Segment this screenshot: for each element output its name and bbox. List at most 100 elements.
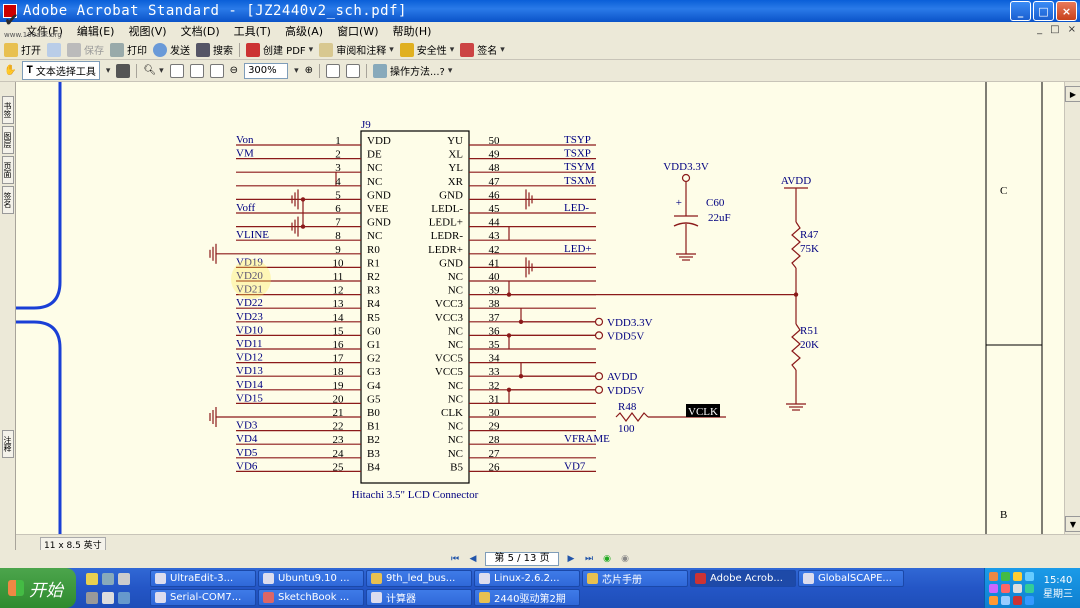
tab-signatures[interactable]: 签名 bbox=[2, 186, 14, 214]
previous-page-icon[interactable]: ◀ bbox=[469, 554, 477, 564]
chevron-down-icon[interactable]: ▾ bbox=[447, 65, 453, 76]
vertical-scrollbar[interactable]: ▶ ▼ bbox=[1064, 82, 1080, 534]
menu-tools[interactable]: 工具(T) bbox=[233, 25, 271, 38]
page-number-input[interactable]: 第 5 / 13 页 bbox=[485, 552, 559, 566]
minimize-button[interactable]: _ bbox=[1010, 1, 1031, 21]
fit-page-button[interactable] bbox=[189, 63, 204, 78]
start-button[interactable]: 开始 bbox=[0, 568, 76, 608]
menu-document[interactable]: 文档(D) bbox=[180, 25, 220, 38]
task-led-bus[interactable]: 9th_led_bus... bbox=[366, 570, 472, 587]
first-page-icon[interactable]: ⏮ bbox=[450, 554, 460, 564]
tray-icon[interactable] bbox=[989, 572, 998, 581]
rotate-ccw-button[interactable] bbox=[345, 63, 360, 78]
maximize-button[interactable]: □ bbox=[1033, 1, 1054, 21]
quick-launch-app-icon[interactable] bbox=[102, 573, 114, 585]
send-button[interactable]: 发送 bbox=[153, 42, 190, 57]
scroll-up-arrow-icon[interactable]: ▶ bbox=[1065, 86, 1080, 102]
tray-icon[interactable] bbox=[1025, 572, 1034, 581]
task-ubuntu[interactable]: Ubuntu9.10 ... bbox=[258, 570, 364, 587]
chevron-down-icon[interactable]: ▾ bbox=[159, 65, 164, 76]
close-button[interactable]: × bbox=[1056, 1, 1077, 21]
create-pdf-button[interactable]: 创建 PDF▾ bbox=[246, 42, 313, 57]
zoom-tool-button[interactable]: 🔍︎▾ bbox=[143, 65, 163, 76]
quick-launch-folder-icon[interactable] bbox=[86, 573, 98, 585]
quick-launch-notepad-icon[interactable] bbox=[102, 592, 114, 604]
secure-button[interactable]: 安全性▾ bbox=[399, 42, 455, 57]
review-label: 审阅和注释 bbox=[336, 46, 387, 57]
clock[interactable]: 15:40 星期三 bbox=[1043, 574, 1073, 602]
go-forward-icon[interactable]: ◉ bbox=[621, 554, 629, 564]
task-calculator[interactable]: 计算器 bbox=[366, 589, 472, 606]
menu-advanced[interactable]: 高级(A) bbox=[284, 25, 324, 38]
search-button[interactable]: 搜索 bbox=[196, 42, 233, 57]
snapshot-tool-button[interactable] bbox=[116, 63, 131, 78]
task-adobe-acrobat[interactable]: Adobe Acrob... bbox=[690, 570, 796, 587]
chevron-down-icon[interactable]: ▾ bbox=[105, 65, 111, 76]
rotate-button[interactable] bbox=[325, 63, 340, 78]
menu-help[interactable]: 帮助(H) bbox=[392, 25, 432, 38]
menu-view[interactable]: 视图(V) bbox=[128, 25, 167, 38]
right-pin-number: 28 bbox=[489, 434, 501, 446]
tray-icon[interactable] bbox=[1013, 596, 1022, 605]
quick-launch-terminal-icon[interactable] bbox=[86, 592, 98, 604]
actual-size-button[interactable] bbox=[169, 63, 184, 78]
quick-launch-desktop-icon[interactable] bbox=[118, 592, 130, 604]
network-icon[interactable] bbox=[1025, 596, 1034, 605]
task-2440-driver[interactable]: 2440驱动第2期 bbox=[474, 589, 580, 606]
review-comment-button[interactable]: 审阅和注释▾ bbox=[319, 42, 394, 57]
windows-taskbar: 开始 UltraEdit-3... Ubuntu9.10 ... 9th_led… bbox=[0, 568, 1080, 608]
chevron-down-icon[interactable]: ▾ bbox=[389, 44, 394, 55]
tray-icon[interactable] bbox=[989, 596, 998, 605]
zoom-input[interactable]: 300% bbox=[244, 62, 289, 79]
left-pin-name: G3 bbox=[367, 366, 381, 378]
hand-tool-button[interactable]: ✋ bbox=[4, 65, 16, 76]
right-pin-number: 48 bbox=[489, 162, 501, 174]
menu-window[interactable]: 窗口(W) bbox=[337, 25, 379, 38]
horizontal-scrollbar[interactable]: 11 x 8.5 英寸 bbox=[16, 534, 1080, 552]
tab-pages[interactable]: 页面 bbox=[2, 156, 14, 184]
tray-icon[interactable] bbox=[1001, 584, 1010, 593]
task-linux[interactable]: Linux-2.6.2... bbox=[474, 570, 580, 587]
tray-icon[interactable] bbox=[1013, 572, 1022, 581]
acrobat-app-icon[interactable] bbox=[3, 4, 17, 18]
tray-icon[interactable] bbox=[1001, 572, 1010, 581]
open-button[interactable]: 打开 bbox=[4, 42, 41, 57]
zoom-out-button[interactable]: ⊖ bbox=[230, 65, 238, 76]
tray-icon[interactable] bbox=[989, 584, 998, 593]
tray-icon[interactable] bbox=[1025, 584, 1034, 593]
task-chip-manual[interactable]: 芯片手册 bbox=[582, 570, 688, 587]
task-serial-com[interactable]: Serial-COM7... bbox=[150, 589, 256, 606]
doc-minimize-button[interactable]: _ bbox=[1037, 24, 1043, 35]
sign-button[interactable]: 签名▾ bbox=[460, 42, 505, 57]
menu-file[interactable]: 文件(F) bbox=[26, 25, 63, 38]
tab-layers[interactable]: 图层 bbox=[2, 126, 14, 154]
save-button[interactable]: 保存 bbox=[67, 42, 104, 57]
doc-close-button[interactable]: × bbox=[1067, 24, 1076, 35]
task-globalscape[interactable]: GlobalSCAPE... bbox=[798, 570, 904, 587]
email-button[interactable] bbox=[47, 42, 61, 57]
how-to-button[interactable]: 操作方法...?▾ bbox=[372, 63, 453, 78]
next-page-icon[interactable]: ▶ bbox=[567, 554, 575, 564]
zoom-in-button[interactable]: ⊕ bbox=[305, 65, 313, 76]
tray-icon[interactable] bbox=[1013, 584, 1022, 593]
print-button[interactable]: 打印 bbox=[110, 42, 147, 57]
menu-edit[interactable]: 编辑(E) bbox=[76, 25, 115, 38]
task-sketchbook[interactable]: SketchBook ... bbox=[258, 589, 364, 606]
chevron-down-icon[interactable]: ▾ bbox=[308, 44, 314, 55]
task-ultraedit[interactable]: UltraEdit-3... bbox=[150, 570, 256, 587]
go-back-icon[interactable]: ◉ bbox=[603, 554, 611, 564]
fit-width-button[interactable] bbox=[209, 63, 224, 78]
last-page-icon[interactable]: ⏭ bbox=[584, 554, 594, 564]
quick-launch-tool-icon[interactable] bbox=[118, 573, 130, 585]
tab-bookmarks[interactable]: 书签 bbox=[2, 96, 14, 124]
chevron-down-icon[interactable]: ▾ bbox=[449, 44, 455, 55]
doc-restore-button[interactable]: □ bbox=[1050, 24, 1060, 35]
chevron-down-icon[interactable]: ▾ bbox=[500, 44, 505, 55]
tab-comments[interactable]: 注释 bbox=[2, 430, 14, 458]
chevron-down-icon[interactable]: ▾ bbox=[294, 65, 299, 76]
right-pin-name: GND bbox=[439, 189, 463, 201]
volume-icon[interactable] bbox=[1001, 596, 1010, 605]
scroll-down-arrow-icon[interactable]: ▼ bbox=[1065, 516, 1080, 532]
